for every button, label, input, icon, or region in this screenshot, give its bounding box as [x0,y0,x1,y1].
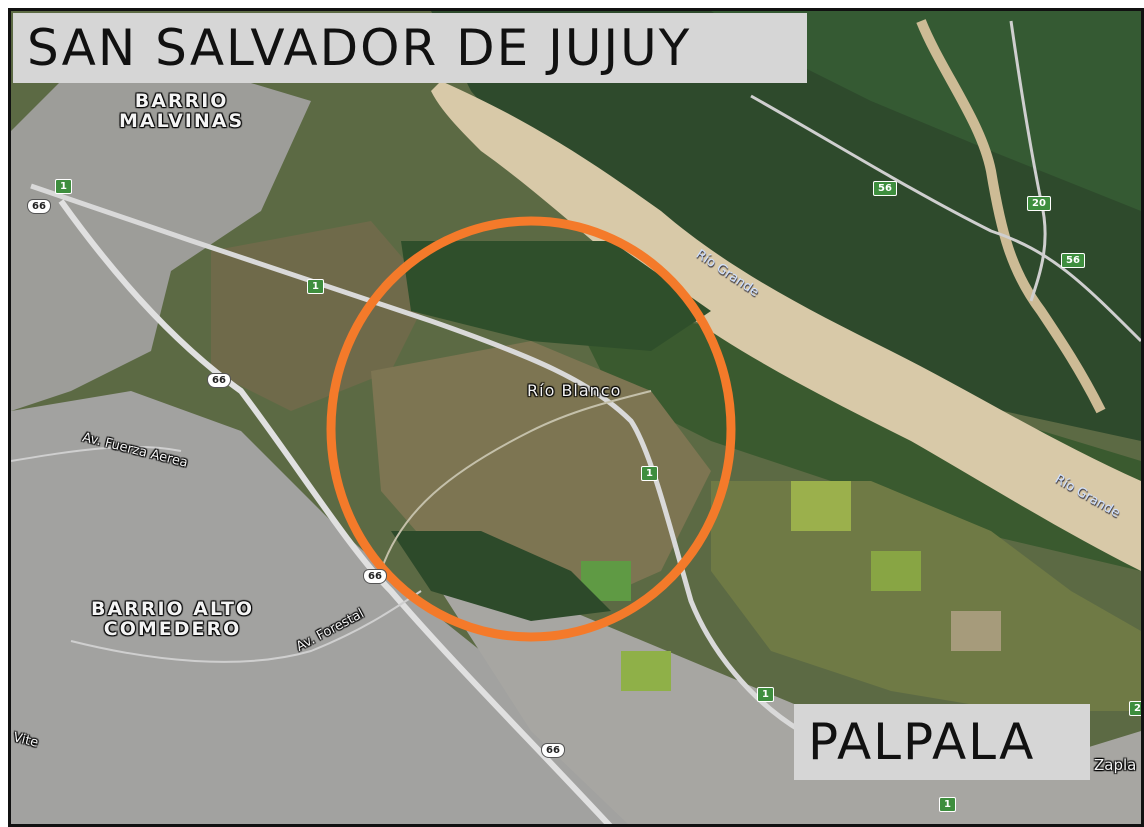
field-lime-2 [871,551,921,591]
route-shield-66-b: 66 [207,373,231,388]
route-shield-1-b: 1 [307,279,324,294]
forest-patch-north [401,241,711,351]
forest-patch-south [391,531,611,621]
route-1 [30,183,803,734]
route-shield-1-e: 1 [939,797,956,812]
place-label-malvinas-line2: MALVINAS [119,110,245,132]
place-label-alto-comedero: BARRIO ALTO COMEDERO [91,599,254,639]
avenue-forestal [70,590,422,663]
fields-east [711,481,1141,711]
field-tan-1 [951,611,1001,651]
route-20 [1009,20,1047,302]
route-66 [58,199,613,824]
route-shield-20: 20 [1027,196,1051,211]
route-shield-2: 2 [1129,701,1141,716]
place-label-alto-line1: BARRIO ALTO [91,598,255,620]
route-shield-1-a: 1 [55,179,72,194]
route-56 [750,94,1141,343]
local-road [380,390,652,572]
riverbed-tributary [916,19,1106,414]
route-shield-56-b: 56 [1061,253,1085,268]
field-lime-1 [791,481,851,531]
city-title-san-salvador: SAN SALVADOR DE JUJUY [13,13,807,83]
avenue-fuerza-aerea [11,445,182,462]
urban-northwest [11,71,311,411]
route-shield-56-a: 56 [873,181,897,196]
route-shield-66-d: 66 [541,743,565,758]
forest-riverbank [571,311,1141,571]
route-shield-1-c: 1 [641,466,658,481]
fields-west [211,221,431,411]
route-shield-66-a: 66 [27,199,51,214]
city-title-palpala: PALPALA [794,704,1090,780]
place-label-zapla: Zapla [1094,756,1137,774]
place-label-malvinas-line1: BARRIO [134,90,229,112]
route-shield-66-c: 66 [363,569,387,584]
route-shield-1-d: 1 [757,687,774,702]
place-label-malvinas: BARRIO MALVINAS [119,91,244,131]
field-lime-4 [621,651,671,691]
map-frame: SAN SALVADOR DE JUJUY PALPALA BARRIO MAL… [8,8,1144,827]
highlight-circle [326,216,736,642]
riverbed-rio-grande [431,81,1141,571]
place-label-alto-line2: COMEDERO [103,618,242,640]
place-label-rio-blanco: Río Blanco [527,381,622,400]
